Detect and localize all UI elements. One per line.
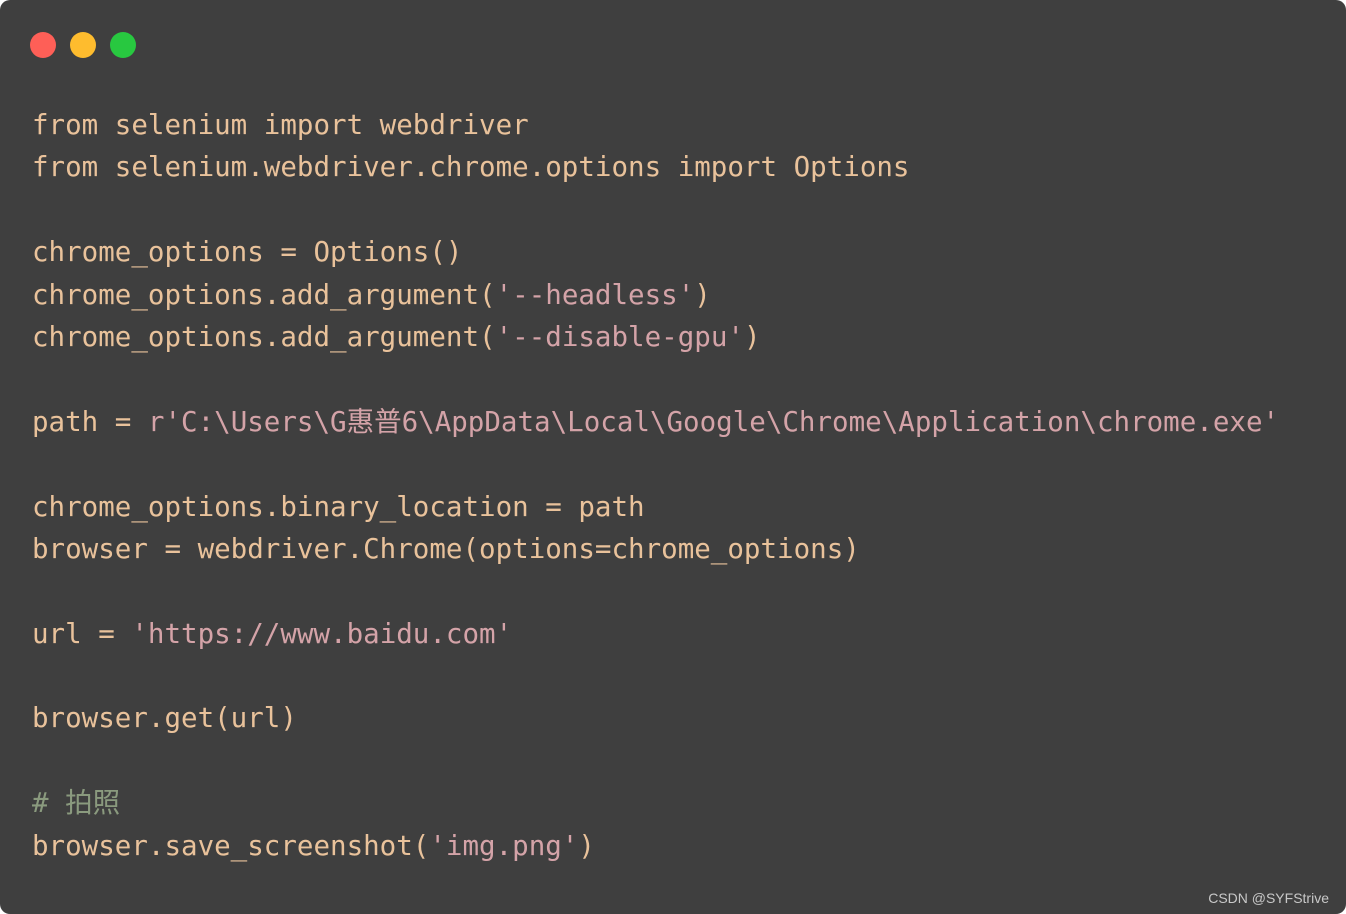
code-line: ​	[32, 443, 1279, 485]
code-line: ​	[32, 189, 1279, 231]
zoom-dot-icon[interactable]	[110, 32, 136, 58]
code-line: chrome_options.binary_location = path	[32, 486, 1279, 528]
window-controls	[30, 32, 136, 58]
string-literal: '--disable-gpu'	[495, 320, 744, 353]
code-line: ​	[32, 358, 1279, 400]
code-token: url =	[32, 617, 132, 650]
code-token: path =	[32, 405, 148, 438]
code-line: ​	[32, 655, 1279, 697]
code-token: chrome_options = Options()	[32, 236, 463, 269]
code-line: from selenium import webdriver	[32, 104, 1279, 146]
string-literal: 'https://www.baidu.com'	[131, 617, 513, 650]
code-line: browser.save_screenshot('img.png')	[32, 825, 1279, 867]
code-line: chrome_options.add_argument('--headless'…	[32, 274, 1279, 316]
code-token: browser.save_screenshot(	[32, 829, 430, 862]
string-literal: r'C:\Users\G惠普6\AppData\Local\Google\Chr…	[147, 405, 1280, 438]
code-token: chrome_options.binary_location = path	[32, 490, 645, 523]
string-literal: '--headless'	[495, 278, 695, 311]
code-block: from selenium import webdriver from selen…	[32, 104, 1279, 867]
code-token: chrome_options.add_argument(	[32, 320, 496, 353]
close-dot-icon[interactable]	[30, 32, 56, 58]
code-line: chrome_options = Options()	[32, 231, 1279, 273]
code-token: from selenium.webdriver.chrome.options i…	[32, 151, 910, 184]
code-line: path = r'C:\Users\G惠普6\AppData\Local\Goo…	[32, 401, 1279, 443]
code-line: browser = webdriver.Chrome(options=chrom…	[32, 528, 1279, 570]
code-line: chrome_options.add_argument('--disable-g…	[32, 316, 1279, 358]
string-literal: 'img.png'	[429, 829, 579, 862]
code-line: url = 'https://www.baidu.com'	[32, 613, 1279, 655]
watermark: CSDN @SYFStrive	[1208, 890, 1329, 906]
code-token: )	[694, 278, 711, 311]
code-line: # 拍照	[32, 782, 1279, 824]
code-line: from selenium.webdriver.chrome.options i…	[32, 146, 1279, 188]
code-token: browser.get(url)	[32, 702, 297, 735]
code-line: ​	[32, 570, 1279, 612]
minimize-dot-icon[interactable]	[70, 32, 96, 58]
code-line: ​	[32, 740, 1279, 782]
code-token: from selenium import webdriver	[32, 109, 529, 141]
code-comment: # 拍照	[32, 787, 121, 820]
code-token: )	[743, 320, 761, 353]
code-token: )	[578, 829, 595, 862]
code-token: browser = webdriver.Chrome(options=chrom…	[32, 532, 860, 565]
code-line: browser.get(url)	[32, 697, 1279, 739]
code-token: chrome_options.add_argument(	[32, 278, 496, 311]
